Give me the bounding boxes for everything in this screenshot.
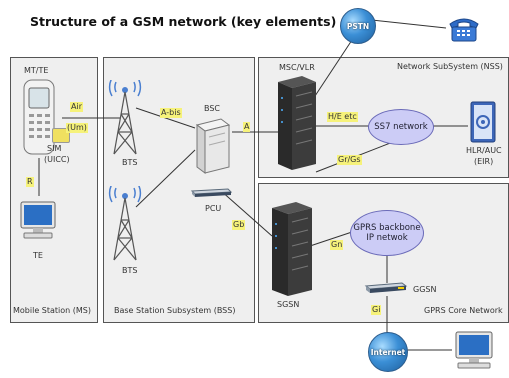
ggsn-label: GGSN: [413, 285, 437, 294]
pcu-label: PCU: [205, 204, 222, 213]
sgsn-server-rack-icon: [266, 200, 314, 298]
sim-label: SIM: [47, 144, 62, 153]
interface-air: Air: [70, 102, 83, 112]
telephone-icon: [446, 14, 482, 42]
interface-abis: A-bis: [160, 108, 182, 118]
pstn-label: PSTN: [346, 21, 370, 31]
msc-label: MSC/VLR: [279, 63, 315, 72]
mt-label: MT/TE: [24, 66, 49, 75]
bsc-label: BSC: [204, 104, 221, 113]
interface-gb: Gb: [232, 220, 246, 230]
nss-panel-label: Network SubSystem (NSS): [397, 62, 503, 71]
internet-label: Internet: [370, 347, 406, 357]
msc-server-rack-icon: [272, 74, 318, 172]
uicc-label: (UICC): [44, 155, 70, 164]
sim-card-icon: [52, 128, 70, 143]
bts-tower-icon-top: [108, 80, 142, 156]
bsc-server-icon: [193, 115, 233, 175]
interface-r: R: [26, 177, 34, 187]
gprs-backbone-label-2: IP netwok: [366, 233, 408, 243]
ss7-network-bubble: SS7 network: [368, 109, 434, 145]
te-label: TE: [33, 251, 43, 260]
pcu-device-icon: [190, 188, 232, 198]
mobile-phone-icon: [20, 78, 60, 158]
interface-grgs: Gr/Gs: [337, 155, 362, 165]
computer-icon: [18, 200, 58, 242]
interface-a: A: [243, 122, 251, 132]
hlr-label: HLR/AUC: [466, 146, 502, 155]
bts-label-bottom: BTS: [122, 266, 138, 275]
internet-globe-icon: Internet: [368, 332, 408, 372]
gprs-panel-label: GPRS Core Network: [424, 306, 503, 315]
bss-panel-label: Base Station Subsystem (BSS): [114, 306, 236, 315]
bts-label-top: BTS: [122, 158, 138, 167]
hlr-database-icon: [468, 100, 498, 144]
ms-panel-label: Mobile Station (MS): [13, 306, 91, 315]
sgsn-label: SGSN: [277, 300, 300, 309]
eir-label: (EIR): [474, 157, 494, 166]
gprs-backbone-label: GPRS backbone: [353, 223, 421, 233]
ggsn-router-icon: [364, 282, 408, 294]
diagram-title: Structure of a GSM network (key elements…: [30, 14, 337, 29]
pstn-globe-icon: PSTN: [340, 8, 376, 44]
gprs-backbone-bubble: GPRS backbone IP netwok: [350, 210, 424, 256]
internet-computer-icon: [452, 330, 496, 372]
interface-gn: Gn: [330, 240, 344, 250]
interface-um: (Um): [66, 123, 88, 133]
ss7-label: SS7 network: [374, 122, 428, 132]
interface-he: H/E etc: [327, 112, 358, 122]
bts-tower-icon-bottom: [108, 186, 142, 262]
interface-gi: Gi: [371, 305, 382, 315]
